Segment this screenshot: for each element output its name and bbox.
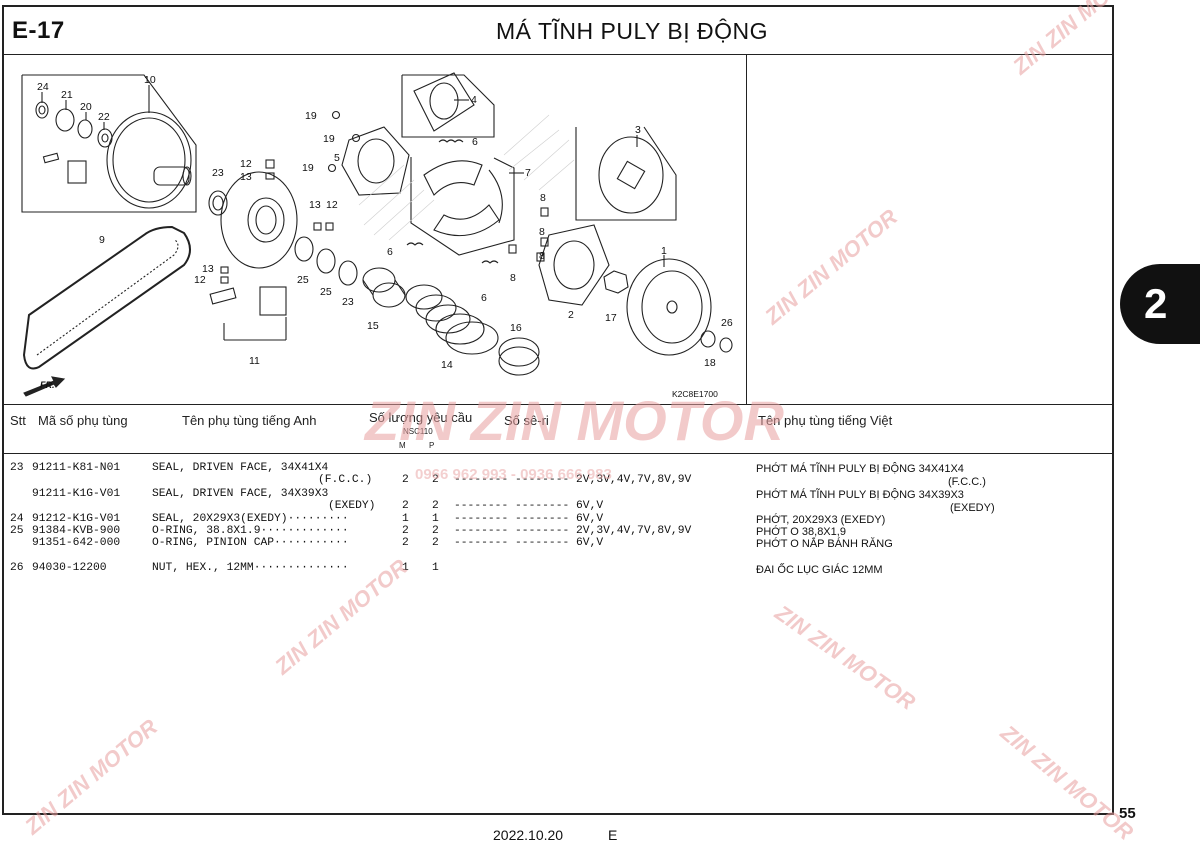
chapter-tab: 2	[1120, 264, 1200, 344]
callout-12b: 12	[326, 199, 338, 211]
part-3-plate	[598, 136, 664, 214]
callout-4: 4	[471, 94, 477, 106]
callout-18: 18	[704, 357, 716, 369]
callout-1: 1	[661, 245, 667, 257]
part-24-seal	[35, 101, 49, 119]
callout-7: 7	[525, 167, 531, 179]
callout-15: 15	[367, 320, 379, 332]
footer-code: E	[608, 827, 618, 843]
callout-25: 25	[297, 274, 309, 286]
header-serial: Số sê-ri	[504, 413, 549, 428]
callout-17: 17	[605, 312, 617, 324]
section-code: E-17	[12, 17, 65, 44]
callout-23b: 23	[342, 296, 354, 308]
callout-22: 22	[98, 111, 110, 123]
part-16-bush	[498, 337, 540, 367]
callout-13: 13	[240, 171, 252, 183]
callout-23: 23	[212, 167, 224, 179]
callout-8b: 8	[539, 226, 545, 238]
part-17-nut	[603, 270, 629, 294]
callout-6c: 6	[481, 292, 487, 304]
diagram-separator	[4, 404, 1112, 405]
part-23-seal	[208, 190, 228, 216]
fr-arrow-icon	[23, 376, 66, 397]
diagram-code: K2C8E1700	[672, 389, 718, 399]
part-15-collar	[372, 282, 406, 308]
fr-label: FR.	[40, 380, 55, 390]
callout-8d: 8	[539, 250, 545, 262]
callout-13c: 13	[202, 263, 214, 275]
part-10-pulley-face	[106, 111, 192, 209]
callout-10: 10	[144, 74, 156, 86]
part-2-plate	[538, 224, 610, 306]
callout-16: 16	[510, 322, 522, 334]
grease-tube	[42, 152, 60, 164]
callout-12c: 12	[194, 274, 206, 286]
callout-6: 6	[472, 136, 478, 148]
callout-14: 14	[441, 359, 453, 371]
header-name-vi: Tên phụ tùng tiếng Việt	[758, 413, 893, 428]
callout-8c: 8	[510, 272, 516, 284]
watermark-brand-center: ZIN ZIN MOTOR	[365, 389, 784, 452]
callout-13b: 13	[309, 199, 321, 211]
part-4-plate	[413, 72, 475, 132]
part-11-driven-face	[220, 171, 298, 269]
callout-26: 26	[721, 317, 733, 329]
part-20-ring	[77, 119, 93, 139]
callout-24: 24	[37, 81, 49, 93]
callout-5: 5	[334, 152, 340, 164]
callout-19b: 19	[323, 133, 335, 145]
grease-packet	[67, 160, 87, 184]
header-name-en: Tên phụ tùng tiếng Anh	[182, 413, 317, 428]
part-22-seal	[97, 128, 113, 148]
callout-9: 9	[99, 234, 105, 246]
callout-11: 11	[249, 355, 260, 367]
part-14-spring	[405, 284, 443, 310]
header-separator	[4, 453, 1112, 454]
part-7-clutch-shoe	[423, 160, 483, 196]
part-26-nut	[719, 337, 733, 353]
exploded-diagram: 10 24 21 20 22 23 12 13 13 12 9 13 12 25…	[4, 55, 747, 405]
page-title: MÁ TĨNH PULY BỊ ĐỘNG	[496, 18, 768, 44]
part-21-bearing	[55, 108, 75, 132]
diagram-drawing: 10 24 21 20 22 23 12 13 13 12 9 13 12 25…	[21, 72, 733, 399]
header-col-p: P	[429, 441, 435, 450]
watermark-phone-center: 0966 962 993 - 0936 666 983	[415, 466, 612, 483]
callout-6b: 6	[387, 246, 393, 258]
page-number: 55	[1119, 805, 1136, 822]
header-qty: Số lượng yêu cầu	[369, 410, 473, 425]
callout-3: 3	[635, 124, 641, 136]
bracket-10	[21, 74, 197, 213]
page-frame: E-17 MÁ TĨNH PULY BỊ ĐỘNG	[2, 5, 1114, 815]
title-row: E-17 MÁ TĨNH PULY BỊ ĐỘNG	[4, 7, 1112, 55]
header-stt: Stt	[10, 413, 26, 428]
callout-8: 8	[540, 192, 546, 204]
part-1-clutch-outer	[626, 258, 712, 356]
part-18-washer	[700, 330, 716, 348]
callout-19: 19	[305, 110, 317, 122]
header-part-no: Mã số phụ tùng	[38, 413, 128, 428]
footer-date: 2022.10.20	[493, 827, 564, 843]
part-9-belt	[22, 225, 191, 370]
callout-20: 20	[80, 101, 92, 113]
callout-21: 21	[61, 89, 73, 101]
header-model: NSC110	[403, 427, 433, 436]
callout-12: 12	[240, 158, 252, 170]
callout-25b: 25	[320, 286, 332, 298]
callout-2: 2	[568, 309, 574, 321]
part-25-oring	[294, 236, 314, 262]
header-col-m: M	[399, 441, 406, 450]
part-23-seal-b	[338, 260, 358, 286]
callout-19c: 19	[302, 162, 314, 174]
